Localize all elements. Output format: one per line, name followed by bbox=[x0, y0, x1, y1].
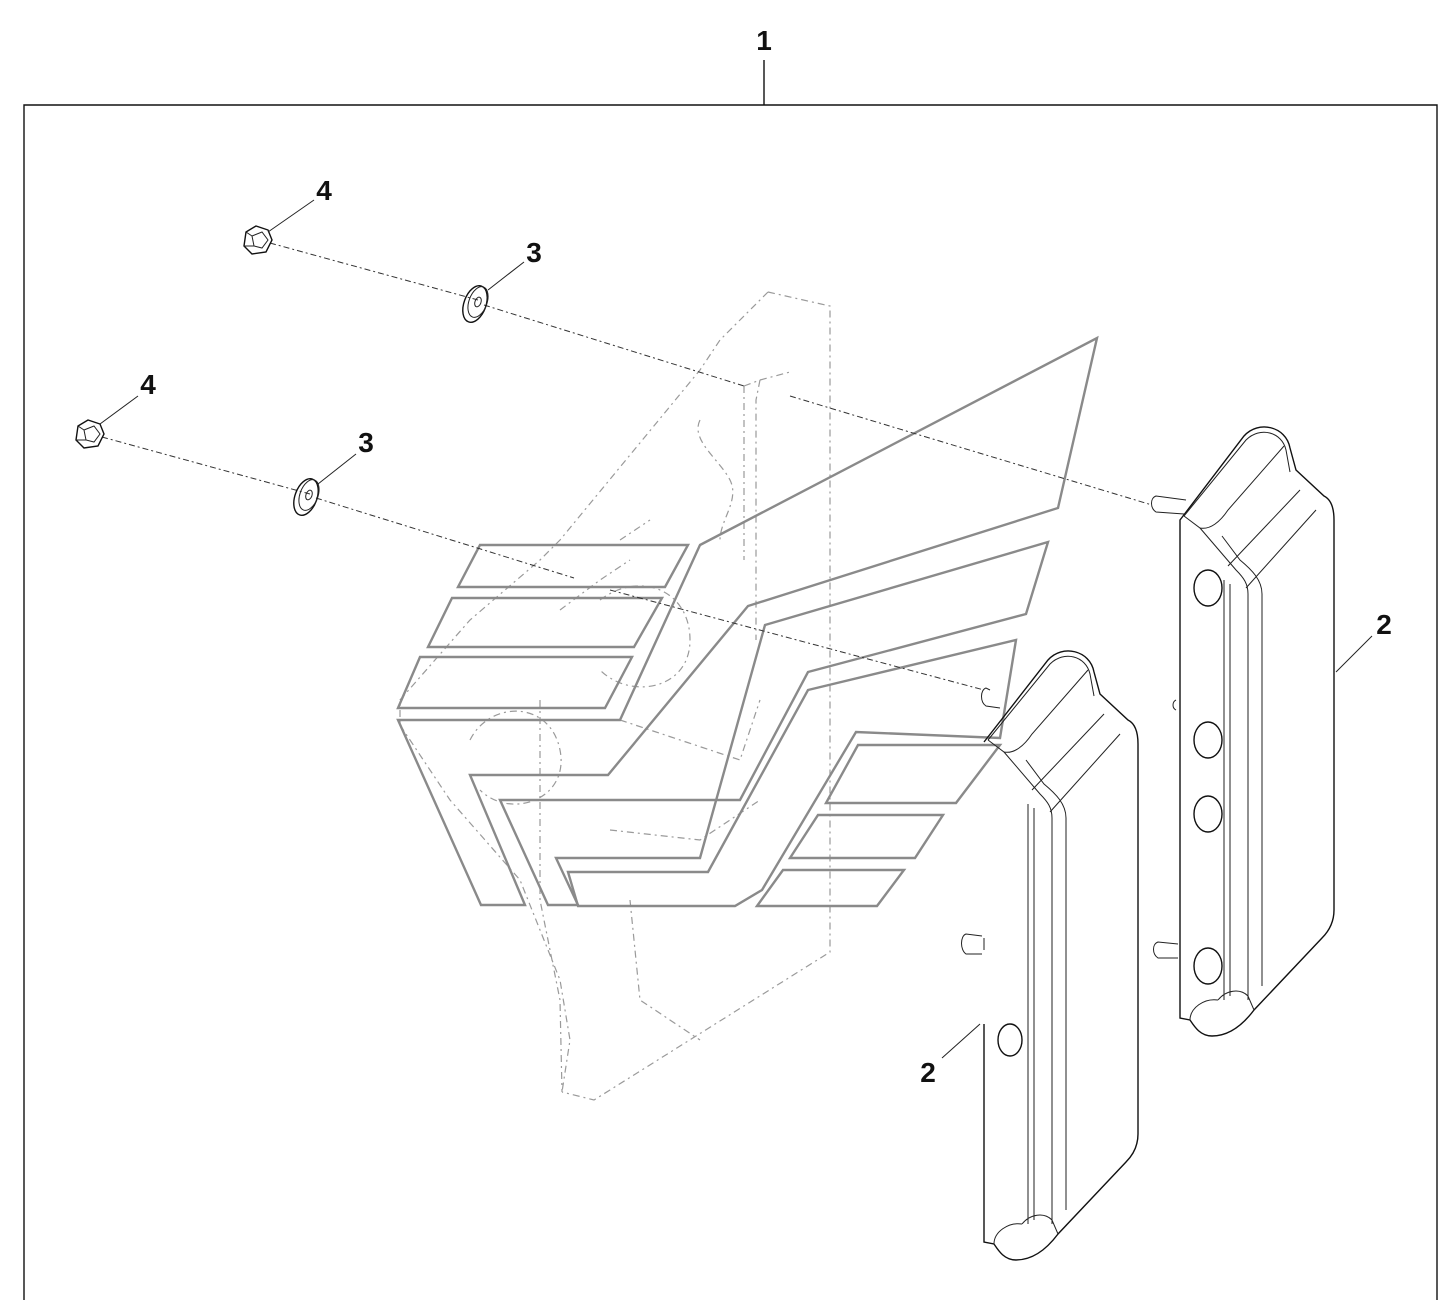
guide-upper bbox=[1151, 426, 1335, 1037]
washer-upper bbox=[462, 285, 489, 323]
leader-lines bbox=[99, 199, 1373, 1059]
center-lines bbox=[101, 242, 1153, 691]
nut-upper bbox=[243, 225, 273, 255]
assembly-bracket bbox=[23, 60, 1438, 1300]
callout-guide-lower: 2 bbox=[920, 1057, 936, 1088]
washer-lower bbox=[293, 478, 320, 516]
callout-nut-lower: 4 bbox=[140, 369, 156, 400]
callout-washer-lower: 3 bbox=[358, 427, 374, 458]
nut-lower bbox=[75, 419, 105, 449]
callout-washer-upper: 3 bbox=[526, 237, 542, 268]
watermark-logo bbox=[396, 335, 1099, 908]
callout-nut-upper: 4 bbox=[316, 175, 332, 206]
guide-lower bbox=[961, 650, 1139, 1261]
phantom-mounting-plate bbox=[399, 291, 831, 1101]
callout-guide-upper: 2 bbox=[1376, 609, 1392, 640]
callout-assembly: 1 bbox=[756, 25, 772, 56]
